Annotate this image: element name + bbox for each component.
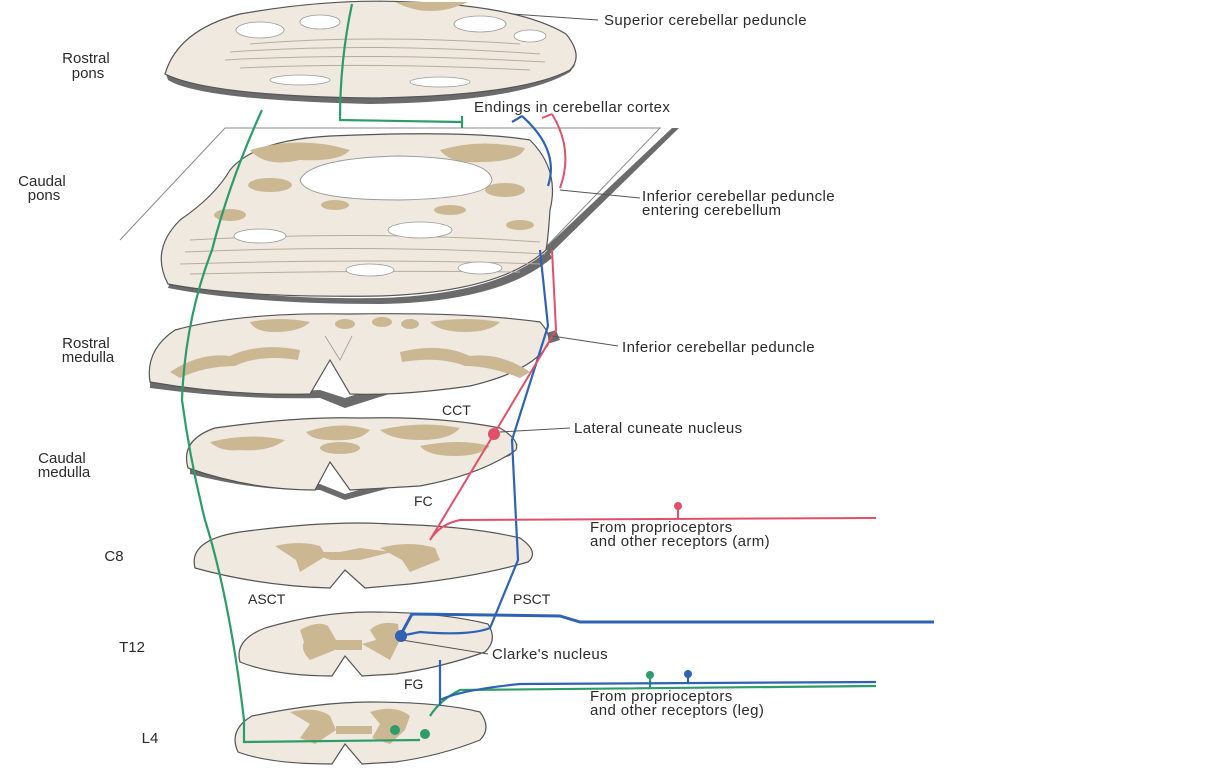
from-proprioceptors-arm-label-2: and other receptors (arm) [590,533,770,550]
svg-text:Inferior cerebellar peduncle: Inferior cerebellar peduncle entering ce… [642,188,840,219]
caudal-medulla-section [186,417,518,500]
svg-text:From proprioceptors and ot: From proprioceptors and other receptors … [590,688,764,719]
red-receptor-icon [674,502,682,510]
endings-cerebellar-cortex-label: Endings in cerebellar cortex [474,99,670,116]
rostral-pons-label-1: Rostral [62,50,110,67]
l4-green-neuron-icon [390,725,400,735]
caudal-medulla-label-1: Caudal [38,450,86,467]
l4-section [234,701,487,765]
rostral-medulla-label-2: medulla [62,349,115,366]
blue-leg-input [438,660,877,706]
caudal-pons-label-2: pons [28,187,61,204]
clarkes-nucleus-label: Clarke's nucleus [492,646,608,663]
from-proprioceptors-leg-label-2: and other receptors (leg) [590,702,764,719]
rostral-pons-section [164,0,577,104]
icp-entering-label-2: entering cerebellum [642,202,781,219]
from-proprioceptors-leg-label-1: From proprioceptors [590,688,733,705]
caudal-pons-label-1: Caudal [18,173,66,190]
l4-green-neuron-2-icon [420,729,430,739]
svg-text:From proprioceptors and ot: From proprioceptors and other receptors … [590,519,770,550]
asct-label: ASCT [248,591,286,607]
inferior-cerebellar-peduncle-label: Inferior cerebellar peduncle [622,339,815,356]
rostral-medulla-label-1: Rostral [62,335,110,352]
fg-label: FG [404,676,423,692]
t12-section [238,611,493,677]
clarkes-axon-path [398,612,934,637]
lateral-cuneate-nucleus-label: Lateral cuneate nucleus [574,420,742,437]
svg-text:Rostral pons: Rostral pons [62,50,114,82]
svg-text:Caudal pons: Caudal pons [18,173,70,204]
clarkes-nucleus-icon [395,630,407,642]
l4-label: L4 [142,730,159,747]
asct-leg-input [429,684,877,717]
cct-tract-path [429,113,877,541]
rostral-medulla-section [148,313,560,408]
cct-label: CCT [442,402,471,418]
rostral-pons-label-2: pons [72,65,105,82]
svg-text:Caudal medulla: Caudal medulla [38,450,91,481]
caudal-pons-section [119,127,679,304]
svg-text:Rostral medulla: Rostral medulla [62,335,115,366]
c8-section [193,522,534,589]
fc-label: FC [414,493,433,509]
blue-receptor-icon [684,670,692,678]
leader-lines [401,13,641,655]
lateral-cuneate-neuron-icon [488,428,500,440]
asct-tract-path [180,3,464,744]
superior-cerebellar-peduncle-label: Superior cerebellar peduncle [604,12,807,29]
psct-label: PSCT [513,591,551,607]
rostral-pons-superior-peduncle-shape [395,2,468,11]
caudal-medulla-label-2: medulla [38,464,91,481]
c8-label: C8 [104,548,123,565]
green-receptor-icon [646,671,654,679]
icp-entering-label-1: Inferior cerebellar peduncle [642,188,835,205]
t12-label: T12 [119,639,145,656]
from-proprioceptors-arm-label-1: From proprioceptors [590,519,733,536]
